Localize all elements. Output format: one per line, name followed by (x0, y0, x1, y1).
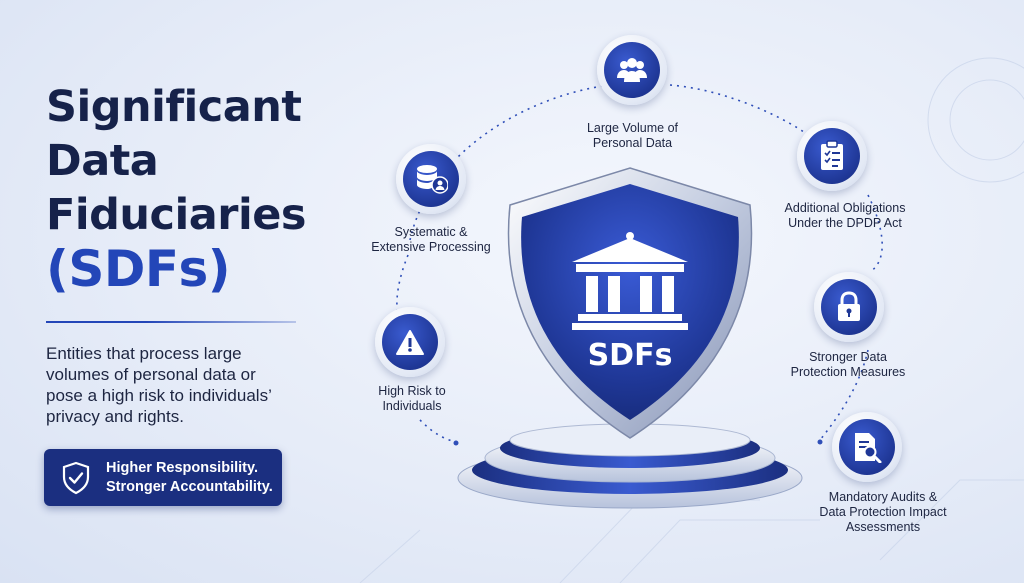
label-large-volume-line-2: Personal Data (592, 136, 673, 150)
title-line-3: Fiduciaries (46, 190, 306, 240)
database-user-icon (403, 151, 459, 207)
lock-icon (821, 279, 877, 335)
responsibility-badge: Higher Responsibility. Stronger Accounta… (44, 449, 282, 506)
people-group-icon (604, 42, 660, 98)
warning-icon (382, 314, 438, 370)
badge-line-2: Stronger Accountability. (106, 478, 273, 495)
shield-face (521, 184, 739, 420)
shield-check-icon (58, 458, 94, 498)
document-search-icon (839, 419, 895, 475)
node-obligations (797, 121, 867, 191)
page-title: Significant Data Fiduciaries (SDFs) (46, 80, 366, 296)
badge-line-1: Higher Responsibility. (106, 459, 259, 476)
node-large-volume (597, 35, 667, 105)
label-systematic-line-2: Extensive Processing (371, 240, 491, 254)
label-audits-line-2: Data Protection Impact (819, 505, 947, 519)
label-obligations-line-1: Additional Obligations (784, 201, 906, 215)
description: Entities that process large volumes of p… (46, 343, 306, 427)
label-high-risk-line-1: High Risk to (378, 384, 446, 398)
label-obligations-line-2: Under the DPDP Act (788, 216, 902, 230)
label-high-risk: High Risk to Individuals (352, 384, 472, 414)
label-protection-line-2: Protection Measures (790, 365, 906, 379)
label-obligations: Additional Obligations Under the DPDP Ac… (765, 201, 925, 231)
label-protection-line-1: Stronger Data (809, 350, 887, 364)
label-audits: Mandatory Audits & Data Protection Impac… (798, 490, 968, 535)
clipboard-checklist-icon (804, 128, 860, 184)
label-audits-line-1: Mandatory Audits & (828, 490, 938, 504)
label-protection: Stronger Data Protection Measures (778, 350, 918, 380)
description-line-1: Entities that process large (46, 344, 242, 363)
description-line-2: volumes of personal data or (46, 365, 256, 384)
label-systematic: Systematic & Extensive Processing (355, 225, 507, 255)
title-line-2: Data (46, 136, 159, 186)
label-systematic-line-1: Systematic & (394, 225, 468, 239)
title-line-1: Significant (46, 82, 302, 132)
label-large-volume: Large Volume of Personal Data (560, 121, 705, 151)
description-line-4: privacy and rights. (46, 407, 184, 426)
node-protection (814, 272, 884, 342)
description-line-3: pose a high risk to individuals’ (46, 386, 272, 405)
bank-icon (572, 232, 688, 330)
title-divider (46, 321, 296, 323)
node-audits (832, 412, 902, 482)
label-large-volume-line-1: Large Volume of (586, 121, 679, 135)
node-systematic (396, 144, 466, 214)
title-line-4: (SDFs) (46, 240, 231, 298)
node-high-risk (375, 307, 445, 377)
label-high-risk-line-2: Individuals (382, 399, 442, 413)
label-audits-line-3: Assessments (845, 520, 921, 534)
